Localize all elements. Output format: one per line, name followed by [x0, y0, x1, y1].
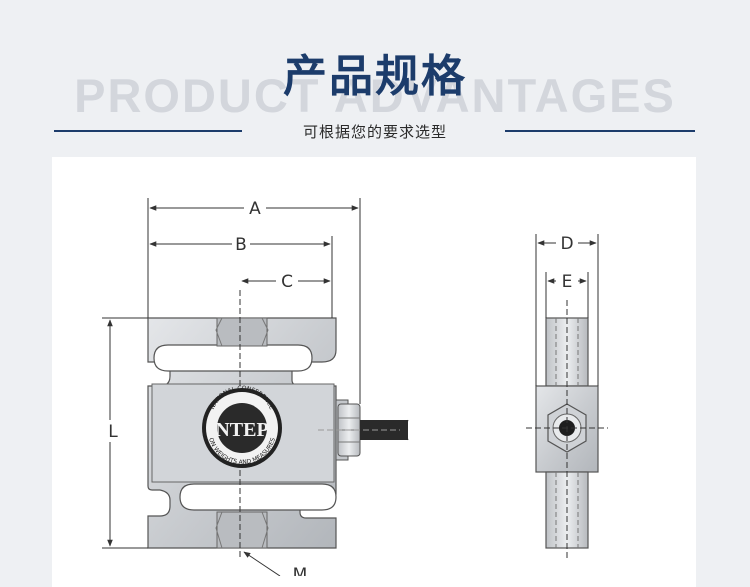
ntep-seal-logo: NATIONAL CONFERENCE ON WEIGHTS AND MEASU…	[202, 385, 282, 468]
dimension-label-c: C	[281, 272, 293, 292]
dimension-label-a: A	[249, 199, 261, 219]
front-dimensions	[102, 198, 361, 576]
page-title: 产品规格	[283, 51, 467, 102]
dimension-label-e: E	[562, 272, 573, 292]
dimension-label-d: D	[560, 234, 573, 254]
side-dimensions	[535, 234, 599, 386]
background-watermark-text: PRODUCT ADVANTAGES	[74, 69, 676, 122]
dimension-label-l: L	[108, 422, 118, 442]
seal-center-text: NTEP	[215, 419, 268, 441]
load-cell-side-view	[526, 300, 608, 560]
page-subtitle: 可根据您的要求选型	[302, 123, 447, 141]
cable	[318, 419, 409, 441]
divider-right	[505, 130, 695, 132]
drawing-panel	[52, 157, 696, 587]
divider-left	[54, 130, 242, 132]
dimension-label-m: M	[293, 565, 308, 576]
dimension-label-b: B	[235, 235, 247, 255]
